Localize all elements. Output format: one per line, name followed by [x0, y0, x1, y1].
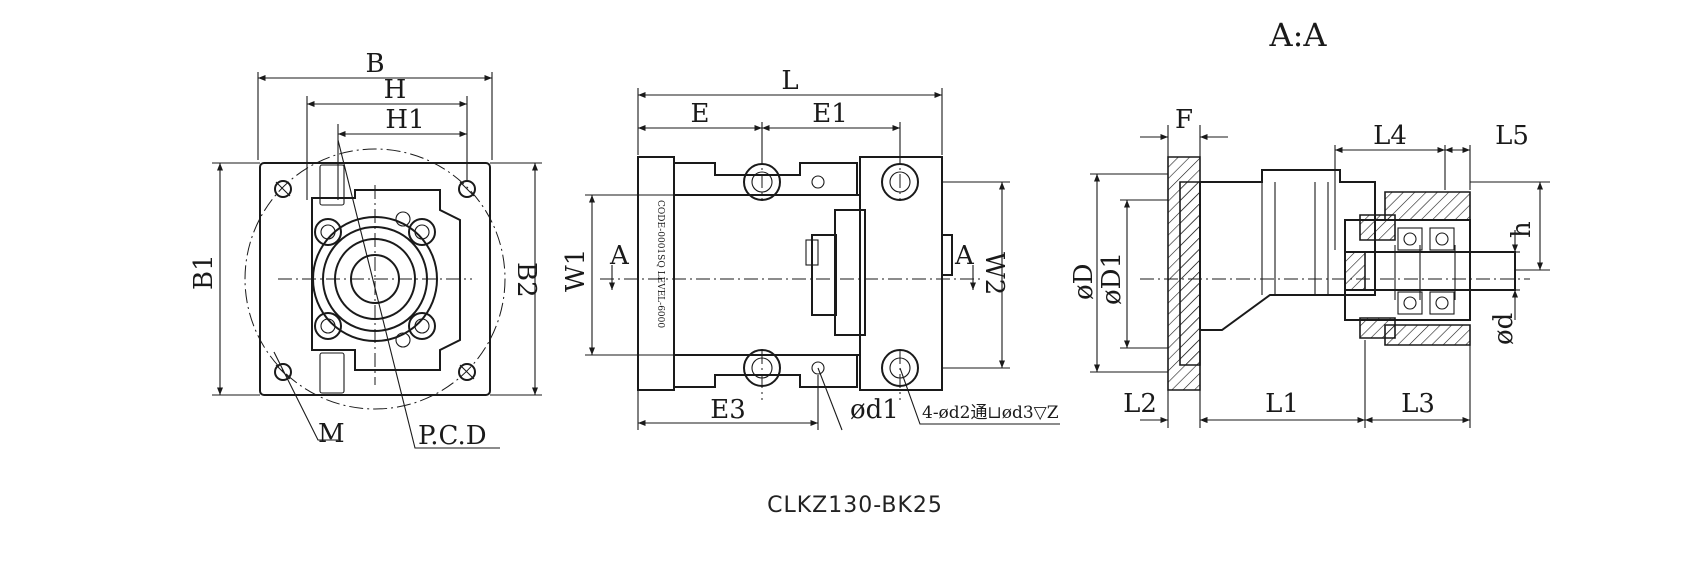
dim-B1: B1: [189, 254, 219, 290]
dim-L5: L5: [1495, 121, 1529, 151]
dim-M: M: [318, 419, 345, 449]
model-name: CLKZ130-BK25: [767, 493, 943, 518]
dim-W2: W2: [979, 252, 1009, 295]
section-mark-A-left: A: [609, 241, 630, 271]
dim-D1: øD1: [1097, 252, 1127, 305]
side-view: CODE-0001SQ LEVEL-6000: [585, 88, 1060, 431]
section-title: A:A: [1269, 16, 1328, 54]
nameplate-text: CODE-0001SQ LEVEL-6000: [655, 200, 665, 328]
dim-L1: L1: [1265, 389, 1299, 419]
flange-hole-bl: [274, 363, 292, 381]
dim-F: F: [1175, 105, 1193, 135]
dim-D: øD: [1069, 264, 1099, 301]
dim-E: E: [691, 99, 710, 129]
dim-L: L: [781, 66, 798, 96]
flange-hole-tl: [274, 180, 292, 198]
dim-B2: B2: [511, 262, 541, 298]
bolt-tr: [408, 218, 436, 246]
dim-E1: E1: [812, 99, 848, 129]
section-mark-A-right: A: [954, 241, 975, 271]
dim-L2: L2: [1123, 389, 1157, 419]
front-view: [212, 72, 542, 449]
bolt-tl: [314, 218, 342, 246]
bearing-top-1: [1397, 227, 1423, 251]
dim-H: H: [384, 75, 407, 105]
bearing-bot-2: [1429, 291, 1455, 315]
dim-PCD: P.C.D: [418, 421, 487, 451]
dim-h: h: [1507, 221, 1537, 238]
dim-d1: ød1: [850, 395, 899, 425]
dim-E3: E3: [710, 395, 746, 425]
flange-hole-tr: [458, 180, 476, 198]
section-view: [1090, 125, 1550, 428]
bolt-bl: [314, 312, 342, 340]
hole-note: 4-ød2通⊔ød3▽Z: [922, 403, 1059, 423]
dim-H1: H1: [385, 105, 424, 135]
bearing-top-2: [1429, 227, 1455, 251]
dim-W1: W1: [561, 249, 591, 292]
flange-hole-br: [458, 363, 476, 381]
dim-L3: L3: [1401, 389, 1435, 419]
dim-L4: L4: [1373, 121, 1407, 151]
bolt-br: [408, 312, 436, 340]
bearing-bot-1: [1397, 291, 1423, 315]
dim-d: ød: [1489, 313, 1519, 345]
dim-B: B: [365, 49, 384, 79]
